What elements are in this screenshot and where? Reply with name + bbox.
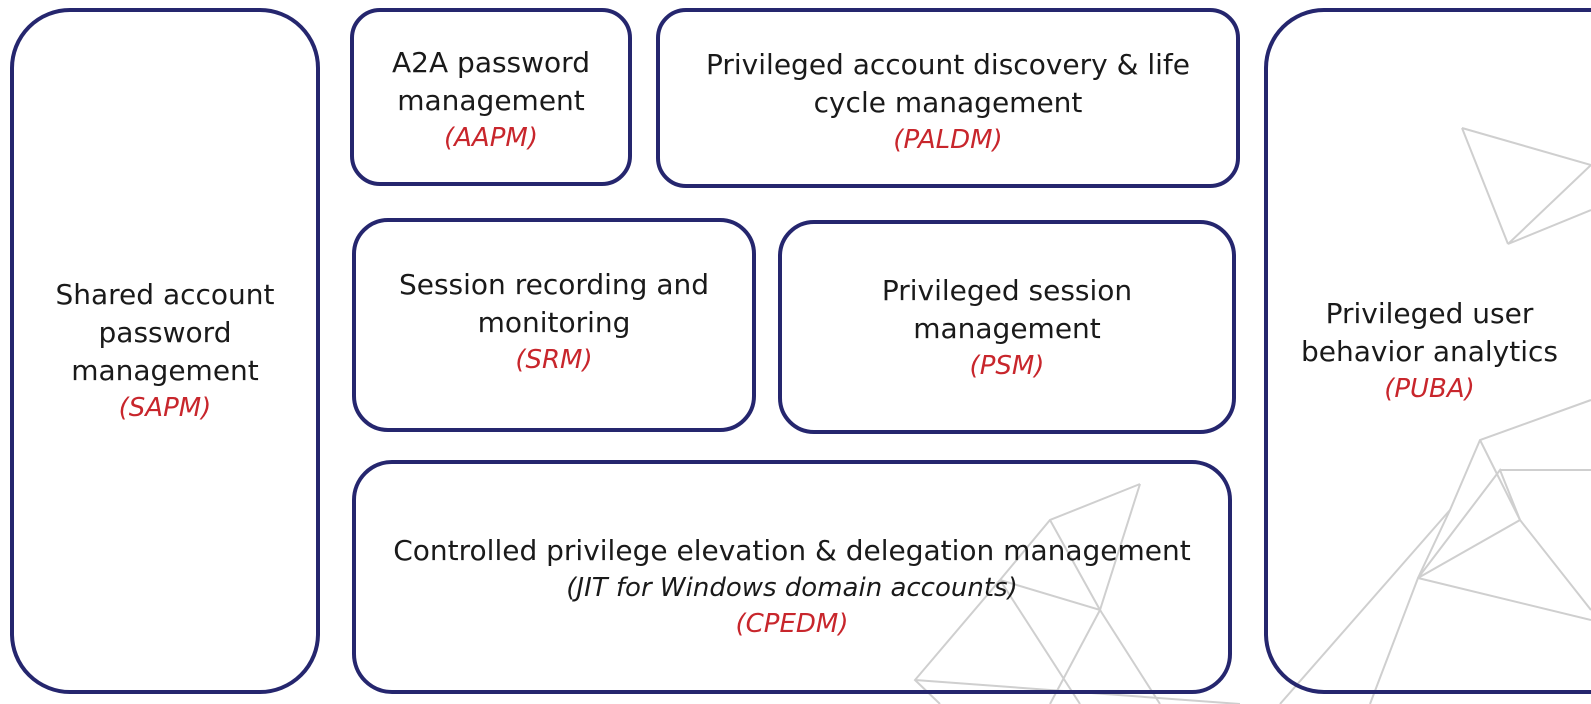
box-label-line: Privileged session — [881, 274, 1133, 307]
box-privileged-session-management: Privileged session management (PSM) — [778, 220, 1236, 434]
box-shared-account-password-management: Shared account password management (SAPM… — [10, 8, 320, 694]
box-label-line: Controlled privilege elevation & delegat… — [393, 534, 1191, 567]
box-label-line: Privileged account discovery & life — [706, 48, 1190, 81]
box-label-line: Privileged user — [1325, 297, 1534, 330]
box-abbreviation: (PSM) — [969, 351, 1045, 381]
box-label-line: password — [98, 316, 232, 349]
box-label-line: monitoring — [477, 306, 631, 339]
box-label-line: Session recording and — [398, 268, 710, 301]
box-subtitle: (JIT for Windows domain accounts) — [566, 573, 1018, 603]
box-controlled-privilege-elevation: Controlled privilege elevation & delegat… — [352, 460, 1232, 694]
box-abbreviation: (SRM) — [515, 345, 593, 375]
box-label-line: management — [913, 312, 1101, 345]
box-abbreviation: (AAPM) — [444, 123, 538, 153]
box-abbreviation: (SAPM) — [118, 393, 212, 423]
box-privileged-account-discovery: Privileged account discovery & life cycl… — [656, 8, 1240, 188]
box-abbreviation: (CPEDM) — [735, 609, 849, 639]
box-label-line: management — [71, 354, 259, 387]
box-session-recording-monitoring: Session recording and monitoring (SRM) — [352, 218, 756, 432]
box-label-line: A2A password — [392, 46, 590, 79]
box-label-line: behavior analytics — [1301, 335, 1558, 368]
box-label-line: management — [397, 84, 585, 117]
box-privileged-user-behavior-analytics: Privileged user behavior analytics (PUBA… — [1264, 8, 1591, 694]
box-abbreviation: (PALDM) — [893, 125, 1003, 155]
box-a2a-password-management: A2A password management (AAPM) — [350, 8, 632, 186]
box-abbreviation: (PUBA) — [1384, 374, 1475, 404]
box-label-line: cycle management — [813, 86, 1083, 119]
box-label-line: Shared account — [55, 278, 275, 311]
